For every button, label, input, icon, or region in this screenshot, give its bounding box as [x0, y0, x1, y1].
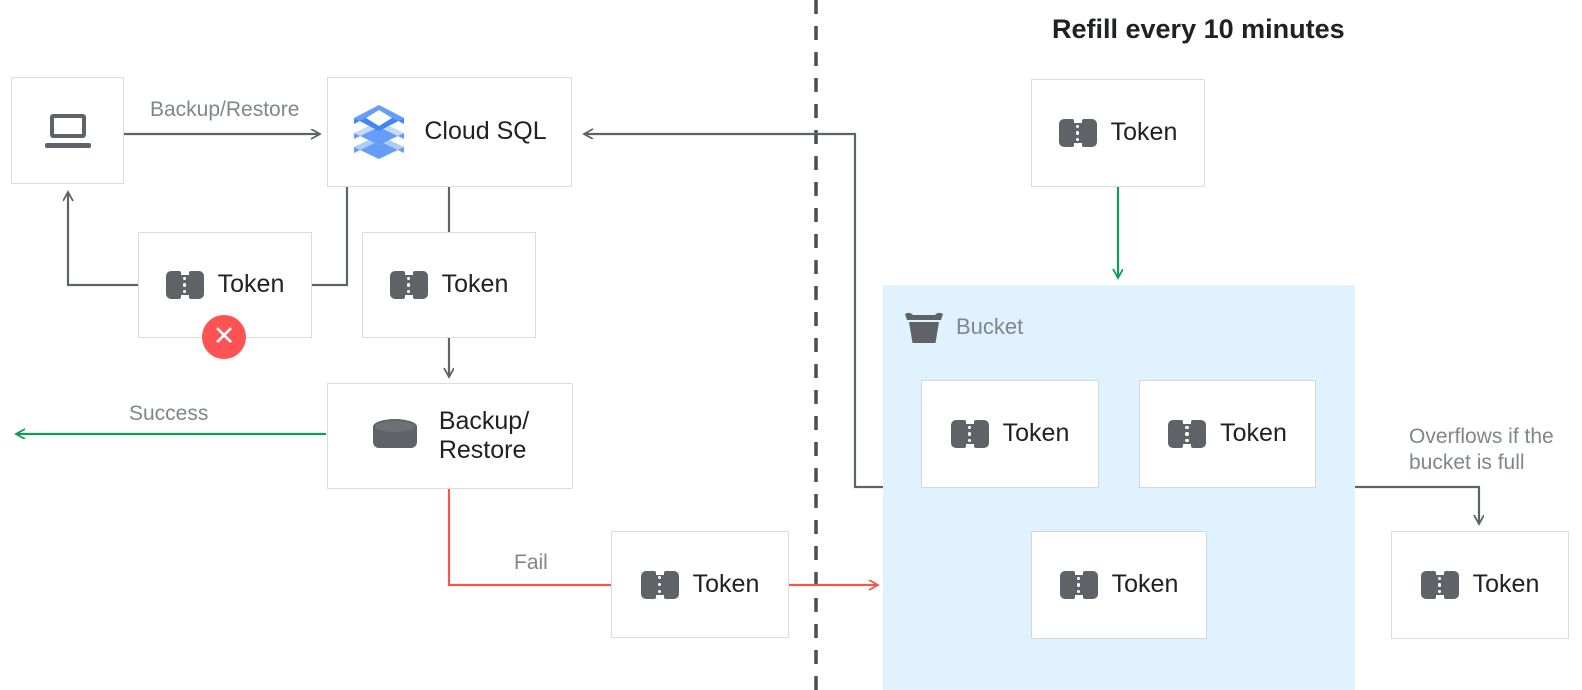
node-backup-restore-label: Backup/ Restore: [438, 406, 530, 465]
node-token-bucket-2-label: Token: [1220, 419, 1287, 448]
node-token-bucket-1[interactable]: Token: [921, 380, 1099, 488]
bucket-caption: Bucket: [903, 310, 1023, 344]
node-cloud-sql[interactable]: Cloud SQL: [327, 77, 572, 187]
node-token-fail-label: Token: [692, 569, 760, 598]
node-token-consumed[interactable]: Token: [362, 232, 536, 338]
node-token-bucket-3[interactable]: Token: [1031, 531, 1207, 639]
token-icon: [1168, 420, 1207, 448]
node-token-refill-label: Token: [1110, 118, 1178, 147]
token-icon: [165, 271, 204, 299]
error-badge: ✕: [202, 315, 246, 359]
laptop-icon: [44, 113, 91, 148]
edge-label-backup-restore: Backup/Restore: [150, 98, 300, 121]
node-token-overflow-label: Token: [1472, 570, 1540, 599]
node-client[interactable]: [11, 77, 124, 184]
database-icon: [371, 418, 419, 454]
edge-label-overflow: Overflows if the bucket is full: [1409, 425, 1554, 475]
node-token-bucket-1-label: Token: [1002, 419, 1070, 448]
node-token-bucket-2[interactable]: Token: [1139, 380, 1316, 488]
edge-cloudsql-to-token-rejected: [312, 187, 349, 287]
edge-label-fail: Fail: [514, 551, 548, 574]
node-token-rejected-label: Token: [217, 270, 285, 299]
bucket-caption-label: Bucket: [956, 314, 1024, 339]
edge-token-rejected-to-client: [68, 192, 138, 287]
token-icon: [1059, 571, 1098, 599]
bucket-icon: [903, 310, 945, 344]
node-token-refill[interactable]: Token: [1031, 79, 1205, 187]
page-title: Refill every 10 minutes: [1052, 14, 1345, 44]
node-backup-restore[interactable]: Backup/ Restore: [327, 383, 573, 489]
node-token-consumed-label: Token: [441, 270, 509, 299]
cloud-sql-icon: [352, 101, 406, 163]
edge-bucket-overflow: [1355, 485, 1479, 524]
edge-bucket-to-cloudsql: [584, 134, 883, 489]
token-icon: [1420, 571, 1459, 599]
node-cloud-sql-label: Cloud SQL: [424, 117, 547, 146]
edge-label-success: Success: [129, 402, 209, 425]
token-icon: [950, 420, 989, 448]
token-icon: [1058, 119, 1097, 147]
token-icon: [389, 271, 428, 299]
node-token-overflow[interactable]: Token: [1391, 531, 1569, 639]
node-token-fail[interactable]: Token: [611, 531, 789, 638]
close-icon: ✕: [212, 320, 236, 351]
token-icon: [640, 570, 679, 599]
node-token-bucket-3-label: Token: [1111, 570, 1179, 599]
